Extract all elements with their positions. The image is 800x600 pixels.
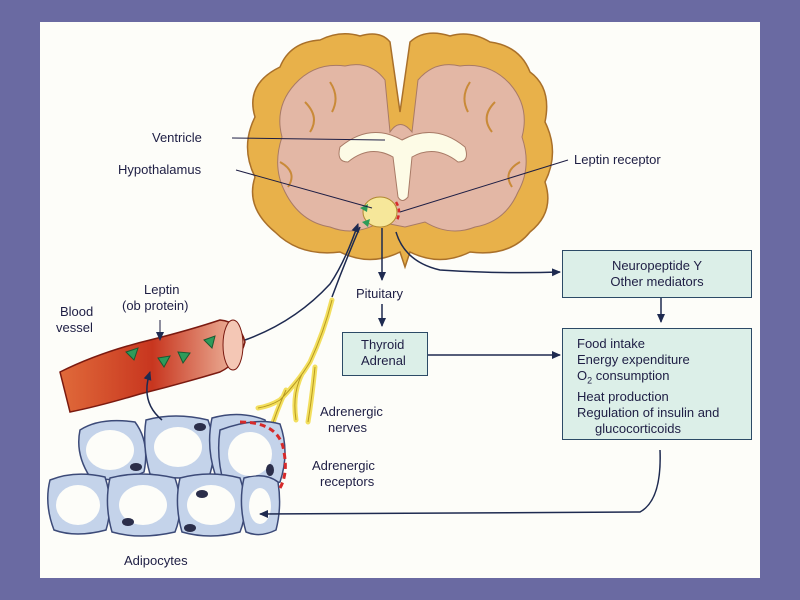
other-mediators-label: Other mediators [610, 274, 704, 289]
leptin-molecules [125, 335, 216, 368]
label-hypothalamus: Hypothalamus [118, 162, 202, 177]
adipocyte-nucleus [194, 423, 206, 431]
neuropeptide-box: Neuropeptide Y Other mediators [562, 250, 752, 298]
adrenergic-receptors-mark [239, 420, 287, 489]
leptin-molecule [203, 335, 216, 349]
blood-vessel-end [222, 319, 244, 371]
lipid-droplet [154, 427, 202, 467]
adipocyte-nuclei [122, 423, 274, 532]
leptin-molecule [125, 347, 139, 361]
arrows [143, 223, 665, 518]
effect-energy-expenditure: Energy expenditure [577, 352, 690, 367]
effect-food-intake: Food intake [577, 336, 645, 351]
leader-lines [231, 137, 569, 213]
label-adrenergic-receptors: Adrenergic receptors [312, 458, 379, 489]
lipid-droplet [249, 488, 271, 524]
label-adrenergic-nerves: Adrenergic nerves [320, 404, 387, 435]
lipid-droplet [119, 485, 167, 525]
adipocyte-nucleus [184, 524, 196, 532]
effects-box: Food intake Energy expenditure O2 consum… [562, 328, 752, 440]
neuropeptide-y-label: Neuropeptide Y [611, 258, 703, 273]
label-pituitary: Pituitary [356, 286, 403, 301]
arrow-adipocytes-to-vessel [143, 371, 163, 421]
label-ventricle: Ventricle [152, 130, 202, 145]
adrenal-label: Adrenal [361, 353, 406, 368]
label-adipocytes: Adipocytes [124, 553, 188, 568]
brain-sulci [279, 81, 521, 188]
brain [246, 32, 554, 270]
thyroid-label: Thyroid [361, 337, 405, 352]
leptin-molecule [177, 351, 191, 365]
blood-vessel [59, 319, 246, 413]
arrow-vessel-to-hypothalamus [244, 223, 360, 341]
arrow-hypothalamus-to-nerves [331, 226, 361, 298]
diagram-slide: Ventricle Hypothalamus Leptin receptor P… [40, 22, 760, 578]
effect-o2-consumption: O2 consumption [577, 368, 670, 386]
blood-vessel-body [59, 319, 246, 413]
label-leptin-receptor: Leptin receptor [574, 152, 661, 167]
leader-ventricle [231, 137, 386, 141]
adipocyte-nucleus [122, 518, 134, 526]
lipid-droplet [228, 432, 272, 476]
effect-regulation: Regulation of insulin and [577, 404, 720, 420]
label-leptin: Leptin (ob protein) [122, 282, 188, 313]
lipid-droplet [86, 430, 134, 470]
adipocytes [47, 413, 287, 537]
thyroid-adrenal-box: Thyroid Adrenal [342, 332, 428, 376]
nerve-outline [257, 299, 333, 433]
hypothalamus-region [362, 196, 398, 228]
adipocyte-nucleus [196, 490, 208, 498]
label-blood-vessel: Blood vessel [56, 304, 97, 335]
effect-glucocorticoids: glucocorticoids [595, 420, 681, 436]
leader-leptin-receptor [399, 159, 569, 213]
arrow-effects-to-adipocytes [259, 449, 661, 518]
leader-hypothalamus [235, 169, 373, 209]
lipid-droplet [56, 485, 100, 525]
leptin-molecule [157, 355, 171, 368]
adipocyte-nucleus [266, 464, 274, 476]
brain-leptin-receptor-mark [394, 201, 401, 223]
brain-ventricle [338, 131, 467, 201]
adrenergic-nerve [255, 297, 335, 435]
lipid-droplet [187, 485, 235, 525]
diagram-canvas: Ventricle Hypothalamus Leptin receptor P… [47, 32, 665, 568]
arrow-hypothalamus-to-neuropeptide [395, 231, 561, 277]
effect-heat-production: Heat production [577, 388, 669, 404]
adipocyte-nucleus [130, 463, 142, 471]
